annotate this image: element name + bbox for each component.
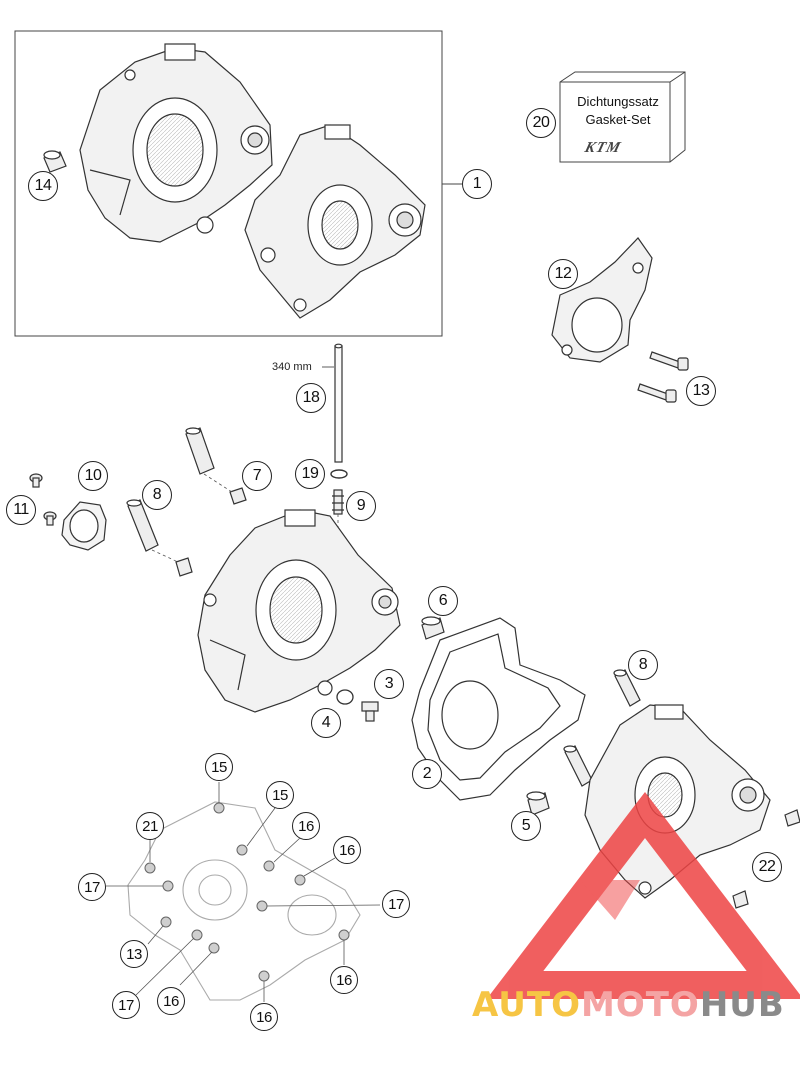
callout-18: 18 bbox=[296, 383, 326, 413]
callout-16-d: 16 bbox=[157, 987, 185, 1015]
gasket-2 bbox=[411, 617, 586, 801]
callout-21: 21 bbox=[136, 812, 164, 840]
callout-20: 20 bbox=[526, 108, 556, 138]
callout-17-a: 17 bbox=[78, 873, 106, 901]
crankcase-bolt-view bbox=[127, 801, 361, 1001]
crankcase-left-half bbox=[79, 43, 273, 243]
watermark-text: AUTOMOTOHUB bbox=[472, 985, 785, 1025]
callout-leaders bbox=[106, 782, 381, 1002]
watermark-part-1: AUTO bbox=[472, 985, 581, 1025]
dimension-label: 340 mm bbox=[272, 361, 312, 373]
bolt-markers bbox=[144, 802, 350, 982]
o-ring-19 bbox=[330, 469, 348, 479]
callout-6: 6 bbox=[428, 586, 458, 616]
callout-16-c: 16 bbox=[330, 966, 358, 994]
plug-4 bbox=[361, 701, 379, 722]
cover-10 bbox=[61, 501, 107, 551]
callout-17-b: 17 bbox=[382, 890, 410, 918]
callout-7: 7 bbox=[242, 461, 272, 491]
callout-14: 14 bbox=[28, 171, 58, 201]
crankcase-right-half bbox=[244, 124, 426, 319]
callout-3: 3 bbox=[374, 669, 404, 699]
callout-22: 22 bbox=[752, 852, 782, 882]
callout-16-e: 16 bbox=[250, 1003, 278, 1031]
callout-2: 2 bbox=[412, 759, 442, 789]
dowel-pin-14 bbox=[43, 150, 67, 173]
callout-16-a: 16 bbox=[292, 812, 320, 840]
crankcase-left-main bbox=[197, 509, 401, 713]
callout-1: 1 bbox=[462, 169, 492, 199]
callout-9: 9 bbox=[346, 491, 376, 521]
callout-15-a: 15 bbox=[205, 753, 233, 781]
ktm-logo: KTM bbox=[582, 140, 623, 156]
dowel-pins-8-right bbox=[563, 669, 641, 787]
cover-12 bbox=[551, 237, 653, 363]
dowel-pins-22 bbox=[732, 809, 800, 909]
callout-8-left: 8 bbox=[142, 480, 172, 510]
callout-5: 5 bbox=[511, 811, 541, 841]
callout-13-bottom: 13 bbox=[120, 940, 148, 968]
seal-ring-3 bbox=[336, 689, 354, 705]
watermark-part-3: HUB bbox=[699, 985, 785, 1025]
callout-11: 11 bbox=[6, 495, 36, 525]
callout-15-b: 15 bbox=[266, 781, 294, 809]
callout-13-top: 13 bbox=[686, 376, 716, 406]
screws-13 bbox=[637, 351, 689, 403]
callout-19: 19 bbox=[295, 459, 325, 489]
bushing-5 bbox=[526, 791, 550, 816]
callout-12: 12 bbox=[548, 259, 578, 289]
bushing-6 bbox=[421, 616, 445, 640]
callout-16-b: 16 bbox=[333, 836, 361, 864]
callout-10: 10 bbox=[78, 461, 108, 491]
callout-8-right: 8 bbox=[628, 650, 658, 680]
callout-17-c: 17 bbox=[112, 991, 140, 1019]
dowel-pins-7-8 bbox=[126, 427, 247, 577]
rod-18 bbox=[334, 343, 343, 463]
watermark-logo-mark bbox=[486, 791, 800, 999]
callout-4: 4 bbox=[311, 708, 341, 738]
gasket-kit-label-de: Dichtungssatz bbox=[577, 94, 659, 109]
gasket-kit-box bbox=[559, 71, 686, 163]
gasket-kit-label-en: Gasket-Set bbox=[585, 112, 651, 127]
watermark-part-2: MOTO bbox=[580, 985, 700, 1025]
screws-11 bbox=[29, 473, 57, 526]
nipple-9 bbox=[332, 489, 344, 515]
